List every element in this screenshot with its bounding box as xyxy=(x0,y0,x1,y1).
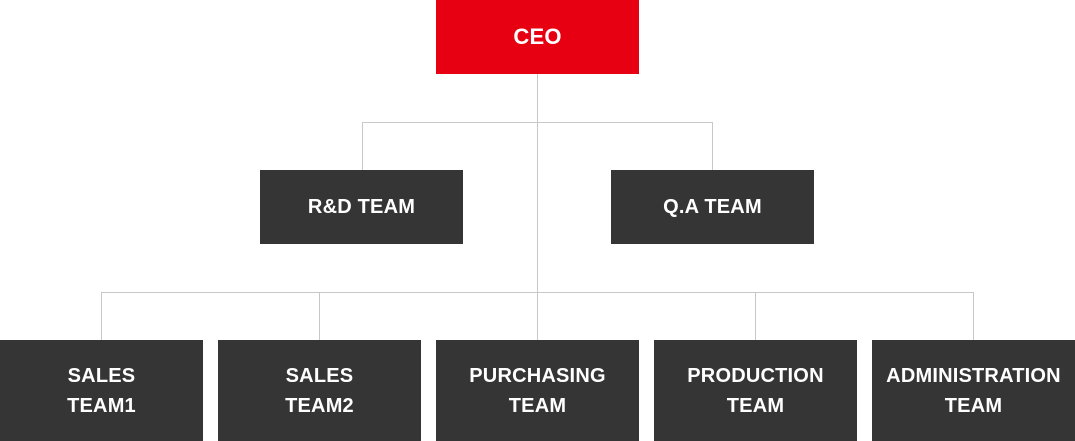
ceo-label: CEO xyxy=(513,24,562,49)
qa-team-label: Q.A TEAM xyxy=(663,196,762,218)
purchasing-team-label: PURCHASING TEAM xyxy=(469,364,606,417)
purchasing-team-box: PURCHASING TEAM xyxy=(436,340,639,441)
ceo-box: CEO xyxy=(436,0,639,74)
sales-team1-box: SALES TEAM1 xyxy=(0,340,203,441)
sales-team2-box: SALES TEAM2 xyxy=(218,340,421,441)
rd-team-box: R&D TEAM xyxy=(260,170,463,244)
production-team-label: PRODUCTION TEAM xyxy=(687,364,824,417)
rd-team-label: R&D TEAM xyxy=(307,196,416,218)
production-team-box: PRODUCTION TEAM xyxy=(654,340,857,441)
sales-team1-label: SALES TEAM1 xyxy=(67,364,136,417)
qa-team-box: Q.A TEAM xyxy=(611,170,814,244)
administration-team-box: ADMINISTRATION TEAM xyxy=(872,340,1075,441)
sales-team2-label: SALES TEAM2 xyxy=(285,364,354,417)
administration-team-label: ADMINISTRATION TEAM xyxy=(886,364,1061,417)
